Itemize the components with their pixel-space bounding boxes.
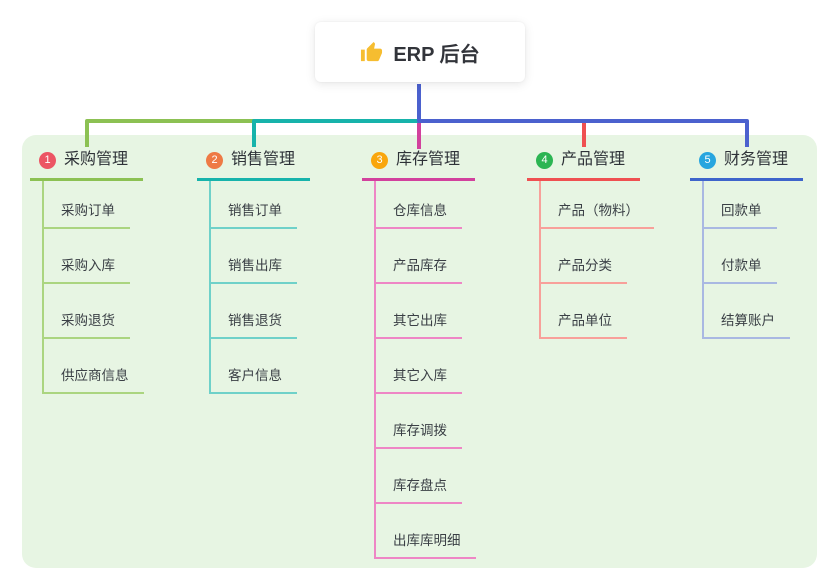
branch-sales: 2 销售管理 销售订单 销售出库 销售退货 客户信息 xyxy=(197,149,310,394)
root-node[interactable]: ERP 后台 xyxy=(315,22,525,82)
branch-finance: 5 财务管理 回款单 付款单 结算账户 xyxy=(690,149,803,339)
branch-items: 销售订单 销售出库 销售退货 客户信息 xyxy=(209,181,297,394)
branch-header-product[interactable]: 4 产品管理 xyxy=(527,149,640,181)
branch-label: 财务管理 xyxy=(724,151,789,168)
branch-item[interactable]: 产品（物料） xyxy=(541,181,654,229)
thumbs-up-icon xyxy=(361,41,383,61)
branch-label: 库存管理 xyxy=(396,151,461,168)
branch-inventory: 3 库存管理 仓库信息 产品库存 其它出库 其它入库 库存调拨 库存盘点 出库库… xyxy=(362,149,476,559)
branches-panel xyxy=(22,135,817,568)
branch-item[interactable]: 销售订单 xyxy=(211,181,297,229)
branch-item[interactable]: 库存调拨 xyxy=(376,394,462,449)
branch-label: 销售管理 xyxy=(231,151,296,168)
branch-item[interactable]: 产品分类 xyxy=(541,229,627,284)
branch-purchase: 1 采购管理 采购订单 采购入库 采购退货 供应商信息 xyxy=(30,149,144,394)
branch-items: 产品（物料） 产品分类 产品单位 xyxy=(539,181,654,339)
branch-header-sales[interactable]: 2 销售管理 xyxy=(197,149,310,181)
branch-badge: 1 xyxy=(39,151,56,169)
branch-item[interactable]: 付款单 xyxy=(704,229,777,284)
branch-item[interactable]: 其它出库 xyxy=(376,284,462,339)
branch-item[interactable]: 产品单位 xyxy=(541,284,627,339)
branch-items: 采购订单 采购入库 采购退货 供应商信息 xyxy=(42,181,144,394)
branch-header-purchase[interactable]: 1 采购管理 xyxy=(30,149,143,181)
branch-item[interactable]: 库存盘点 xyxy=(376,449,462,504)
branch-header-inventory[interactable]: 3 库存管理 xyxy=(362,149,475,181)
root-node-label: ERP 后台 xyxy=(393,43,480,66)
branch-item[interactable]: 产品库存 xyxy=(376,229,462,284)
branch-badge: 4 xyxy=(536,151,553,169)
branch-item[interactable]: 销售退货 xyxy=(211,284,297,339)
branch-badge: 3 xyxy=(371,151,388,169)
branch-items: 回款单 付款单 结算账户 xyxy=(702,181,790,339)
branch-item[interactable]: 销售出库 xyxy=(211,229,297,284)
branch-label: 产品管理 xyxy=(561,151,626,168)
branch-badge: 5 xyxy=(699,151,716,169)
branch-item[interactable]: 采购入库 xyxy=(44,229,130,284)
branch-label: 采购管理 xyxy=(64,151,129,168)
branch-item[interactable]: 采购退货 xyxy=(44,284,130,339)
branch-header-finance[interactable]: 5 财务管理 xyxy=(690,149,803,181)
branch-item[interactable]: 结算账户 xyxy=(704,284,790,339)
branch-item[interactable]: 其它入库 xyxy=(376,339,462,394)
branch-item[interactable]: 采购订单 xyxy=(44,181,130,229)
branch-item[interactable]: 客户信息 xyxy=(211,339,297,394)
branch-item[interactable]: 供应商信息 xyxy=(44,339,144,394)
branch-badge: 2 xyxy=(206,151,223,169)
branch-item[interactable]: 出库库明细 xyxy=(376,504,476,559)
branch-item[interactable]: 仓库信息 xyxy=(376,181,462,229)
branch-item[interactable]: 回款单 xyxy=(704,181,777,229)
branch-product: 4 产品管理 产品（物料） 产品分类 产品单位 xyxy=(527,149,654,339)
branch-items: 仓库信息 产品库存 其它出库 其它入库 库存调拨 库存盘点 出库库明细 xyxy=(374,181,476,559)
